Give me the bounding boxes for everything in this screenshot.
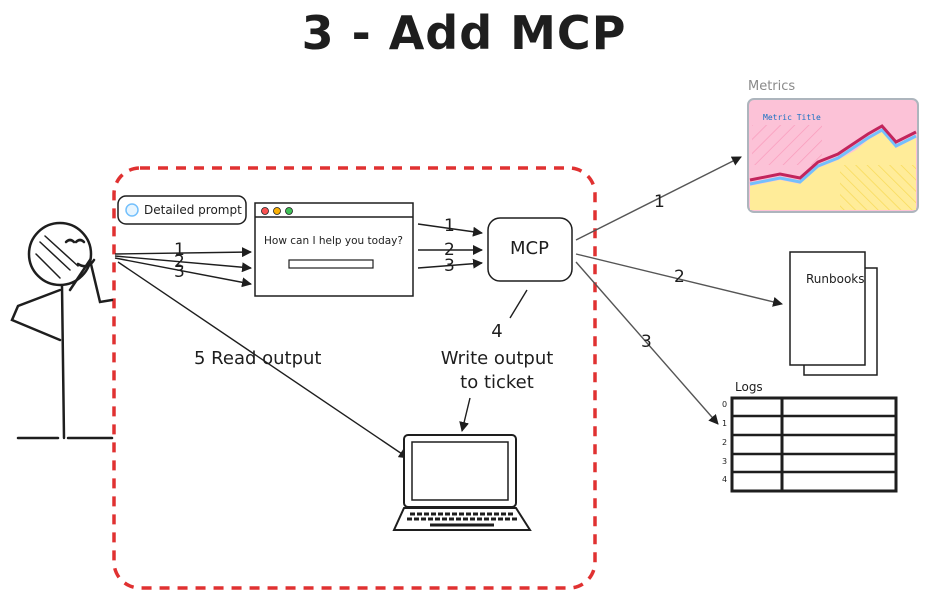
source-arrow-label-2: 2 (674, 267, 685, 287)
metric-chart-title: Metric Title (763, 113, 821, 122)
read-output-arrow (117, 261, 409, 459)
user-to-chat-arrow-1 (114, 247, 252, 258)
window-close-dot (261, 207, 269, 215)
read-output-label: 5 Read output (194, 348, 322, 369)
mcp-to-runbooks-arrow (575, 253, 783, 307)
logs-table (730, 396, 898, 493)
system-boundary (112, 166, 597, 590)
mcp-arrow-label-1: 1 (444, 216, 455, 236)
user-arrow-label-2: 2 (174, 252, 185, 272)
prompt-bubble-label: Detailed prompt (144, 203, 242, 217)
chat-to-mcp-arrow-1 (417, 223, 483, 237)
source-arrow-label-1: 1 (654, 192, 665, 212)
write-output-number: 4 (491, 321, 503, 342)
log-row-number-1: 1 (722, 419, 728, 428)
logs-label: Logs (735, 380, 763, 394)
mcp-arrow-label-3: 3 (444, 256, 455, 276)
write-output-arrow (459, 397, 471, 432)
log-row-number-3: 3 (722, 457, 728, 466)
user-to-chat-arrow-3 (114, 257, 252, 288)
mcp-to-metrics-arrow (575, 156, 742, 241)
prompt-bubble (117, 195, 247, 225)
user-stick-figure (10, 221, 114, 440)
diagram-title: 3 - Add MCP (301, 6, 627, 60)
user-arrow-label-3: 3 (174, 262, 185, 282)
window-minimize-dot (273, 207, 281, 215)
chat-window (254, 202, 414, 297)
user-to-chat-arrow-2 (114, 255, 252, 273)
window-maximize-dot (285, 207, 293, 215)
log-row-number-2: 2 (722, 438, 728, 447)
runbooks-stack (789, 251, 878, 376)
log-row-number-0: 0 (722, 400, 728, 409)
mcp-box (487, 217, 573, 282)
chat-prompt-text: How can I help you today? (264, 235, 403, 247)
source-arrow-label-3: 3 (641, 332, 652, 352)
mcp-to-logs-arrow (575, 261, 719, 425)
write-output-line2: to ticket (460, 372, 534, 393)
runbooks-label: Runbooks (806, 272, 865, 286)
laptop-icon (392, 434, 532, 531)
user-arrow-label-1: 1 (174, 240, 185, 260)
chat-input-box (288, 259, 374, 269)
metrics-chart (747, 98, 919, 213)
mcp-label: MCP (510, 238, 549, 259)
chat-to-mcp-arrow-3 (417, 258, 483, 269)
mcp-arrow-label-2: 2 (444, 240, 455, 260)
log-row-number-4: 4 (722, 475, 728, 484)
write-output-line1: Write output (440, 348, 554, 369)
speech-bubble-icon (125, 203, 139, 217)
mcp-to-write-line (509, 289, 528, 319)
metrics-label: Metrics (748, 79, 796, 94)
